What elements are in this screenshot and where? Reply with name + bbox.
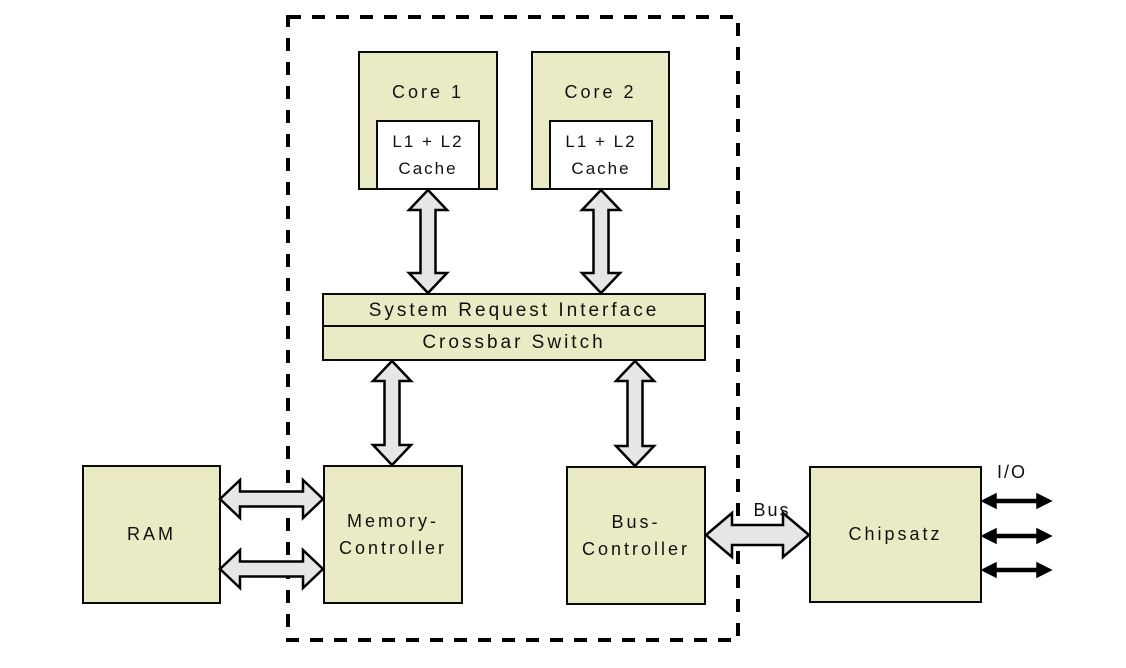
- io-connection-label: I/O: [996, 462, 1027, 482]
- core1-cache-box: L1 + L2 Cache: [376, 120, 480, 190]
- core2-sri-double-arrow-icon: [579, 188, 623, 295]
- crossbar-switch-label: Crossbar Switch: [422, 332, 606, 354]
- memory-controller-box: Memory- Controller: [323, 465, 463, 604]
- io-double-arrow-icon-2: [980, 527, 1053, 545]
- bus-controller-line2: Controller: [581, 538, 691, 559]
- core1-cache-line2: Cache: [398, 159, 458, 178]
- core2-label: Core 2: [564, 82, 637, 102]
- ram-box: RAM: [82, 465, 221, 604]
- ram-memory-lower-double-arrow-icon: [218, 547, 325, 591]
- core2-cache-box: L1 + L2 Cache: [549, 120, 653, 190]
- crossbar-memory-double-arrow-icon: [370, 359, 414, 467]
- chipset-box: Chipsatz: [809, 466, 982, 603]
- core2-cache-line1: L1 + L2: [565, 132, 637, 151]
- bus-controller-box: Bus- Controller: [566, 466, 706, 605]
- io-double-arrow-icon-1: [980, 492, 1053, 510]
- io-double-arrow-icon-3: [980, 561, 1053, 579]
- bus-connection-label: Bus: [753, 500, 791, 520]
- core1-sri-double-arrow-icon: [406, 188, 450, 295]
- core1-label: Core 1: [391, 82, 465, 102]
- bus-controller-line1: Bus-: [611, 511, 661, 532]
- system-request-interface-bar: System Request Interface: [322, 293, 706, 327]
- memory-controller-line2: Controller: [338, 537, 448, 558]
- memory-controller-line1: Memory-: [347, 510, 439, 531]
- crossbar-switch-bar: Crossbar Switch: [322, 324, 706, 361]
- chipset-label: Chipsatz: [848, 524, 943, 544]
- ram-label: RAM: [127, 524, 176, 544]
- core2-cache-line2: Cache: [571, 159, 631, 178]
- core1-cache-line1: L1 + L2: [392, 132, 464, 151]
- system-request-interface-label: System Request Interface: [368, 299, 660, 321]
- ram-memory-upper-double-arrow-icon: [218, 477, 325, 521]
- crossbar-bus-double-arrow-icon: [613, 359, 657, 468]
